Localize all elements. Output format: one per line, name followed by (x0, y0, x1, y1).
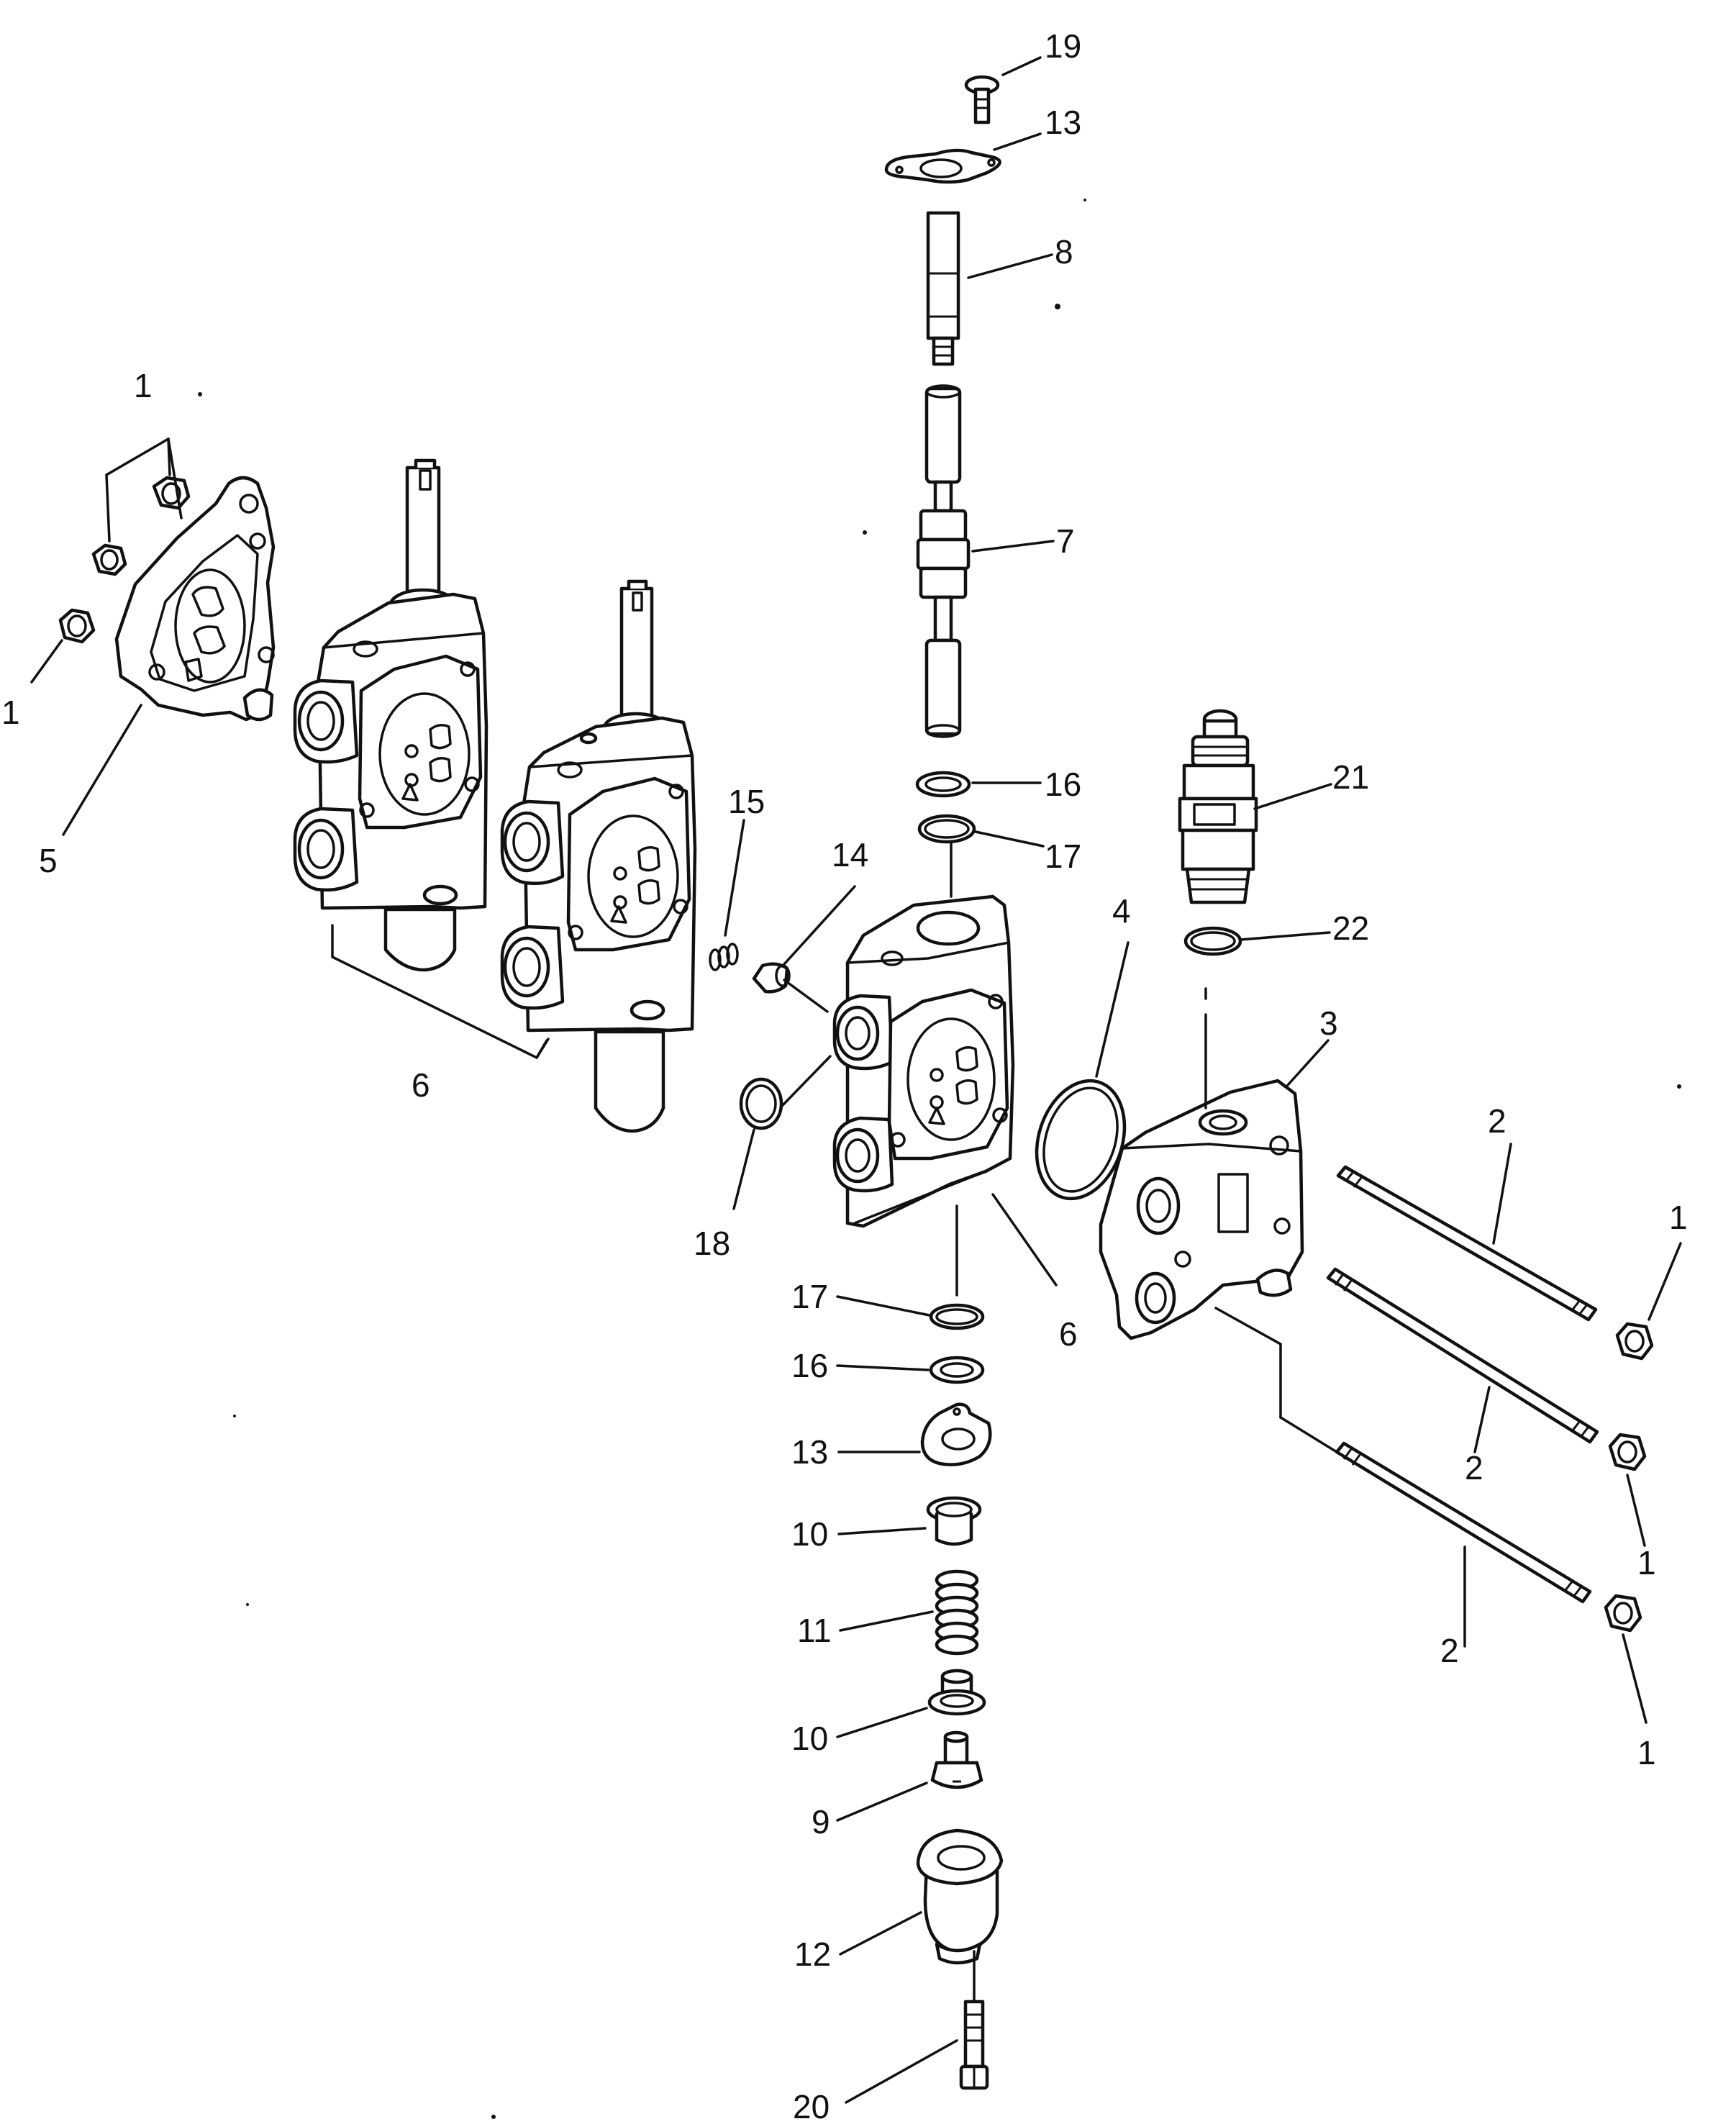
callout-leaders (30, 56, 1682, 2104)
callout-8: 8 (1055, 233, 1073, 271)
callout-1-cover-left: 1 (1, 694, 20, 731)
callout-2-bottom: 2 (1440, 1632, 1459, 1669)
assembly-centerlines (950, 840, 1338, 2003)
part-inlet-block-3 (1099, 1079, 1304, 1340)
callout-16-top: 16 (1045, 766, 1081, 803)
callout-12: 12 (794, 1935, 831, 1973)
callout-15: 15 (728, 783, 765, 820)
callout-17-top: 17 (1045, 838, 1081, 875)
callout-4: 4 (1112, 892, 1131, 930)
callout-1-right-bottom: 1 (1637, 1734, 1656, 1771)
part-nut-1-a (152, 476, 191, 510)
callout-22: 22 (1332, 909, 1369, 947)
part-poppet-14 (752, 962, 791, 994)
part-tie-bolt-2-bottom (1335, 1441, 1592, 1604)
part-bolt-20 (959, 2000, 989, 2090)
part-nut-1-right-middle (1608, 1433, 1647, 1471)
part-o-ring-16-bottom (929, 1356, 985, 1384)
part-relief-valve-21 (1178, 709, 1258, 904)
callout-11: 11 (797, 1612, 832, 1649)
callout-13-top: 13 (1045, 104, 1081, 141)
part-valve-section-6-middle (500, 579, 697, 1133)
callout-10-bottom: 10 (791, 1720, 828, 1757)
callout-21: 21 (1332, 758, 1369, 796)
part-o-ring-22 (1183, 926, 1242, 956)
part-o-ring-17-bottom (929, 1303, 985, 1330)
callout-13-bottom: 13 (791, 1433, 828, 1471)
callout-10-top: 10 (791, 1515, 828, 1553)
callout-14: 14 (832, 836, 868, 873)
part-nut-1-right-top (1615, 1322, 1654, 1361)
callout-7: 7 (1056, 522, 1075, 560)
part-plate-13-bottom (920, 1402, 992, 1466)
part-stopper-9 (930, 1730, 983, 1789)
part-o-ring-4 (1035, 1079, 1127, 1201)
part-nut-1-b (91, 543, 127, 576)
part-retainer-10-bottom (927, 1669, 986, 1716)
stray-dots (198, 199, 1681, 2119)
part-valve-section-6-left (293, 458, 488, 972)
callout-labels: 19 13 8 7 1 1 5 6 15 14 16 17 21 22 4 3 … (1, 27, 1688, 2124)
callout-1-right-middle: 1 (1637, 1544, 1656, 1581)
part-cap-12 (916, 1828, 1004, 1965)
part-tie-bolt-2-middle (1326, 1267, 1599, 1444)
callout-20: 20 (793, 2088, 830, 2124)
part-spool-rod-8 (926, 211, 960, 366)
part-plate-13-top (884, 148, 1001, 184)
part-spool-7 (916, 384, 971, 738)
part-tie-bolt-2-top (1336, 1165, 1598, 1322)
part-screw-19 (964, 75, 1000, 124)
callout-1-cover-top: 1 (134, 367, 153, 404)
callout-5: 5 (39, 842, 58, 879)
callout-16-bottom: 16 (791, 1347, 828, 1384)
part-nut-1-right-bottom (1604, 1594, 1642, 1633)
part-retainer-10-top (926, 1496, 982, 1546)
callout-3: 3 (1319, 1004, 1338, 1042)
part-valve-section-6-center (832, 894, 1015, 1228)
callout-17-bottom: 17 (791, 1278, 828, 1315)
callout-6-left: 6 (412, 1066, 430, 1104)
callout-18: 18 (694, 1225, 730, 1262)
part-nut-1-c (58, 608, 96, 644)
callout-2-middle: 2 (1465, 1449, 1483, 1487)
part-o-ring-18 (739, 1077, 783, 1130)
part-o-ring-17-top (917, 814, 976, 844)
part-spring-15 (709, 943, 739, 971)
callout-9: 9 (812, 1803, 830, 1841)
callout-1-right-top: 1 (1669, 1199, 1688, 1236)
part-o-ring-16-top (915, 771, 971, 798)
callout-2-top: 2 (1488, 1102, 1506, 1140)
part-end-cover-5 (114, 476, 276, 722)
callout-19: 19 (1045, 27, 1081, 65)
part-spring-11 (935, 1569, 979, 1656)
callout-6-center: 6 (1059, 1315, 1078, 1353)
